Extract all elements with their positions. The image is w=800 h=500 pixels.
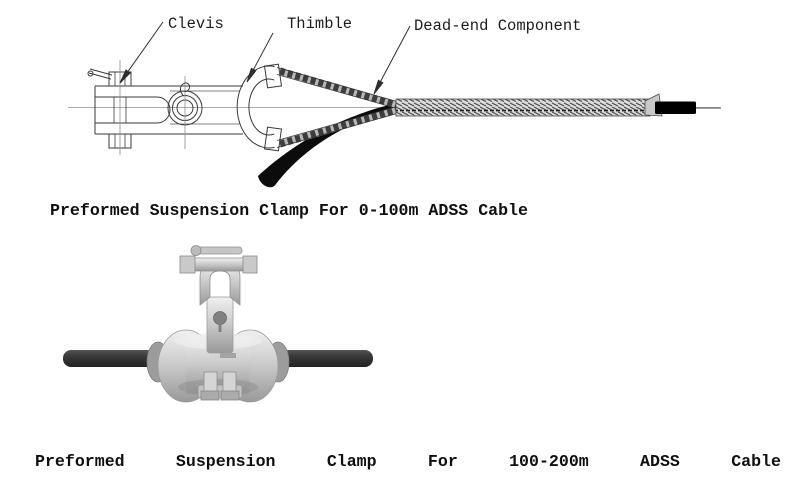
clevis-leader	[119, 21, 164, 84]
caption-word: Suspension	[175, 452, 276, 471]
caption-word: 100-200m	[509, 452, 589, 471]
leader-lines	[119, 21, 411, 95]
caption-word: Preformed	[35, 452, 125, 471]
suspension-clamp-photo	[63, 245, 373, 403]
clamp-bottom-bolts	[197, 371, 243, 401]
caption-word: Clamp	[326, 452, 377, 471]
figure-title: Preformed Suspension Clamp For 0-100m AD…	[50, 201, 528, 220]
top-pin	[195, 246, 243, 255]
caption-word: ADSS	[640, 452, 680, 471]
clamp-clevis	[179, 245, 258, 306]
label-thimble: Thimble	[287, 15, 353, 33]
clamp-strap	[206, 296, 234, 354]
center-boss-drawing	[167, 76, 203, 149]
dead-end-assembly-drawing	[68, 21, 721, 188]
clevis-bolt	[185, 257, 253, 272]
label-clevis: Clevis	[168, 15, 224, 33]
cotter-pin	[87, 68, 113, 80]
braided-dead-end-section	[395, 93, 721, 117]
dead-end-wires	[276, 67, 398, 148]
label-dead-end-component: Dead-end Component	[414, 17, 582, 35]
caption-word: Cable	[731, 452, 781, 471]
split-pin-loop	[180, 82, 190, 97]
thimble-leader	[246, 32, 274, 83]
dead-end-leader	[373, 25, 411, 95]
clevis-drawing	[87, 60, 243, 155]
bottom-caption: Preformed Suspension Clamp For 100-200m …	[35, 452, 781, 471]
cable-end-black	[655, 101, 696, 114]
caption-word: For	[427, 452, 458, 471]
stamp-mark	[220, 353, 236, 358]
